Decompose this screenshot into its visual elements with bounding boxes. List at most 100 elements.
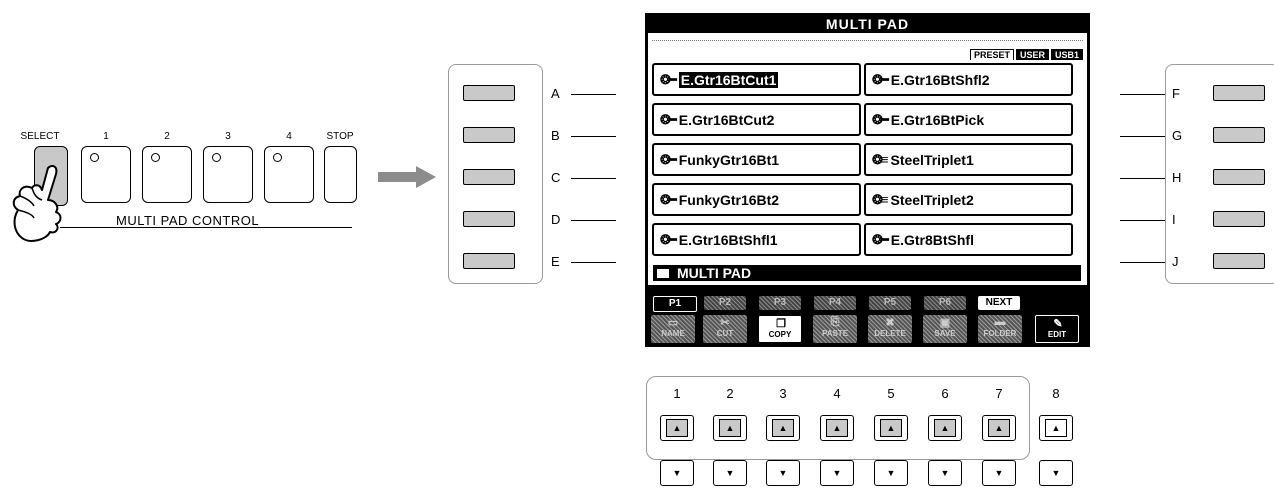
file-item-h[interactable]: ❂≡SteelTriplet1 [864,143,1073,176]
pad-label-select: SELECT [20,131,60,142]
up-arrow-icon: ▲ [772,419,794,437]
bottom-button-frame [646,376,1030,460]
file-item-i[interactable]: ❂≡SteelTriplet2 [864,183,1073,216]
function-folder[interactable]: ▬FOLDER [978,315,1022,343]
down-button-1[interactable]: ▼ [660,460,694,486]
pad-2-button[interactable] [142,146,192,203]
pad-label-2: 2 [164,131,170,142]
stop-button[interactable] [324,146,357,203]
function-delete[interactable]: ✖DELETE [868,315,912,343]
pad-1-button[interactable] [81,146,131,203]
up-button-7[interactable]: ▲ [982,415,1016,441]
label-b: B [551,128,560,143]
file-item-e[interactable]: ❂━E.Gtr16BtShfl1 [652,223,861,256]
page-tab-p3[interactable]: P3 [759,296,801,310]
button-c[interactable] [463,169,515,185]
down-button-3[interactable]: ▼ [766,460,800,486]
trash-icon: ✖ [885,317,895,329]
label-h: H [1172,170,1182,185]
file-item-d[interactable]: ❂━FunkyGtr16Bt2 [652,183,861,216]
button-b[interactable] [463,127,515,143]
number-1: 1 [673,386,681,401]
down-button-6[interactable]: ▼ [928,460,962,486]
up-arrow-icon: ▲ [1045,419,1067,437]
down-button-5[interactable]: ▼ [874,460,908,486]
pad-3-led [212,153,221,162]
number-3: 3 [779,386,787,401]
file-item-a[interactable]: ❂━E.Gtr16BtCut1 [652,63,861,96]
function-paste[interactable]: ⎘PASTE [813,315,857,343]
name-icon: ▭ [667,317,679,329]
guitar-icon: ❂━ [872,71,889,87]
button-e[interactable] [463,253,515,269]
up-arrow-icon: ▲ [880,419,902,437]
connector-b [571,136,616,137]
down-button-7[interactable]: ▼ [982,460,1016,486]
up-arrow-icon: ▲ [934,419,956,437]
function-copy[interactable]: ❐COPY [758,315,802,343]
save-icon: ▣ [939,317,951,329]
function-edit[interactable]: ✎EDIT [1035,315,1079,343]
down-button-4[interactable]: ▼ [820,460,854,486]
right-button-frame [1165,64,1274,284]
page-tab-p2[interactable]: P2 [704,296,746,310]
button-d[interactable] [463,211,515,227]
guitar-icon: ❂━ [660,191,677,207]
file-item-b[interactable]: ❂━E.Gtr16BtCut2 [652,103,861,136]
up-button-5[interactable]: ▲ [874,415,908,441]
scissors-icon: ✂ [720,317,730,329]
guitar-icon: ❂━ [872,111,889,127]
page-tab-p4[interactable]: P4 [814,296,856,310]
function-save[interactable]: ▣SAVE [923,315,967,343]
label-g: G [1172,128,1183,143]
edit-icon: ✎ [1053,318,1063,330]
pointing-hand-icon [12,165,62,242]
up-button-1[interactable]: ▲ [660,415,694,441]
button-f[interactable] [1213,85,1265,101]
pad-2-led [151,153,160,162]
label-f: F [1172,86,1180,101]
up-button-2[interactable]: ▲ [713,415,747,441]
copy-icon: ❐ [776,318,786,330]
drive-tabs: PRESET USER USB1 [969,49,1083,62]
label-c: C [551,170,561,185]
page-tab-p5[interactable]: P5 [869,296,911,310]
up-button-3[interactable]: ▲ [766,415,800,441]
up-button-4[interactable]: ▲ [820,415,854,441]
label-i: I [1172,212,1176,227]
label-j: J [1172,254,1179,269]
button-i[interactable] [1213,211,1265,227]
connector-i [1120,220,1165,221]
folder-icon [657,268,669,278]
function-cut[interactable]: ✂CUT [703,315,747,343]
connector-a [571,94,616,95]
file-item-g[interactable]: ❂━E.Gtr16BtPick [864,103,1073,136]
number-5: 5 [887,386,895,401]
connector-e [571,262,616,263]
button-h[interactable] [1213,169,1265,185]
file-item-j[interactable]: ❂━E.Gtr8BtShfl [864,223,1073,256]
up-button-8[interactable]: ▲ [1039,415,1073,441]
page-tab-next[interactable]: NEXT [978,296,1020,310]
pad-4-button[interactable] [264,146,314,203]
number-2: 2 [726,386,734,401]
up-button-6[interactable]: ▲ [928,415,962,441]
connector-g [1120,136,1165,137]
number-8: 8 [1052,386,1060,401]
guitar-icon: ❂━ [660,111,677,127]
down-button-2[interactable]: ▼ [713,460,747,486]
connector-d [571,220,616,221]
file-item-f[interactable]: ❂━E.Gtr16BtShfl2 [864,63,1073,96]
button-g[interactable] [1213,127,1265,143]
pad-3-button[interactable] [203,146,253,203]
page-tab-p6[interactable]: P6 [924,296,966,310]
file-item-c[interactable]: ❂━FunkyGtr16Bt1 [652,143,861,176]
up-arrow-icon: ▲ [988,419,1010,437]
page-tab-p1[interactable]: P1 [653,296,697,312]
button-j[interactable] [1213,253,1265,269]
down-button-8[interactable]: ▼ [1039,460,1073,486]
label-a: A [551,86,560,101]
button-a[interactable] [463,85,515,101]
function-name[interactable]: ▭NAME [651,315,695,343]
connector-c [571,178,616,179]
